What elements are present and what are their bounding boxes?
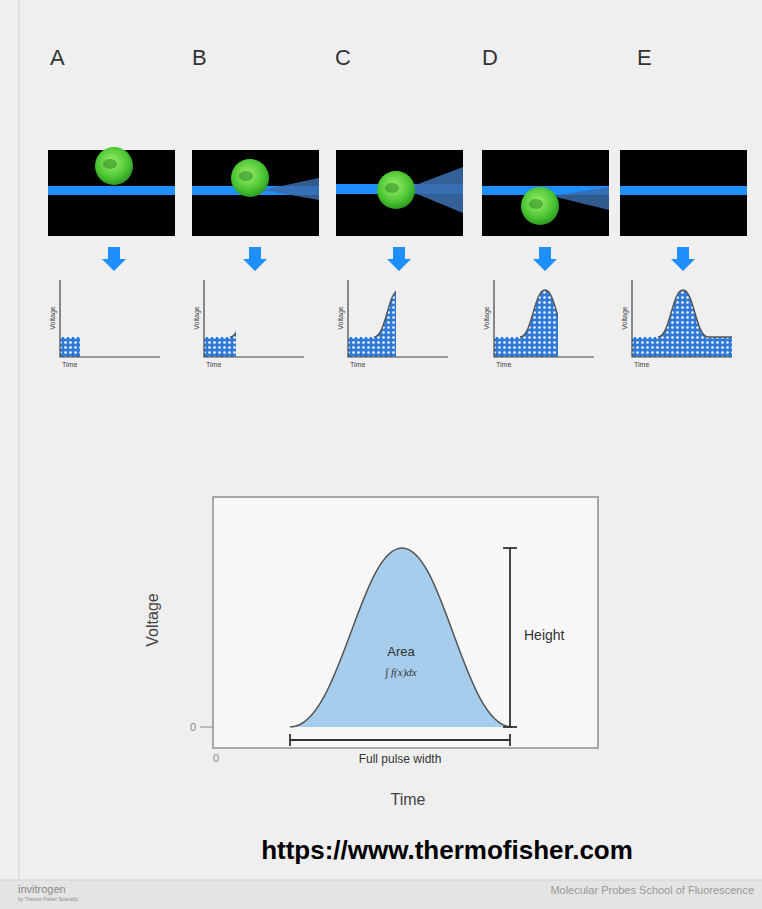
axis-label: Time — [350, 361, 365, 369]
axis-label: Voltage — [193, 306, 201, 329]
axis-label: Voltage — [144, 593, 162, 646]
axis-tick: 0 — [213, 752, 219, 765]
width-label: Full pulse width — [359, 753, 442, 767]
panel-letter: D — [482, 45, 498, 70]
axis-label: Time — [62, 361, 77, 369]
area-label: Area — [387, 645, 414, 660]
axis-label: Time — [634, 361, 649, 369]
panel-letter: A — [50, 45, 65, 70]
axis-label: Time — [206, 361, 221, 369]
panel-letter: E — [637, 45, 652, 70]
integral-formula: ∫ f(x)dx — [385, 666, 416, 679]
height-label: Height — [524, 627, 564, 643]
axis-label: Time — [496, 361, 511, 369]
axis-label: Voltage — [483, 306, 491, 329]
axis-tick: 0 — [190, 721, 196, 734]
axis-label: Time — [391, 791, 426, 809]
brand-logo: invitrogen — [18, 883, 66, 896]
panel-letter: C — [335, 45, 351, 70]
footer-note: Molecular Probes School of Fluorescence — [550, 884, 754, 897]
axis-label: Voltage — [621, 306, 629, 329]
source-url: https://www.thermofisher.com — [261, 836, 633, 866]
brand-subline: by Thermo Fisher Scientific — [18, 897, 78, 903]
axis-label: Voltage — [337, 306, 345, 329]
panel-letter: B — [192, 45, 207, 70]
axis-label: Voltage — [49, 306, 57, 329]
